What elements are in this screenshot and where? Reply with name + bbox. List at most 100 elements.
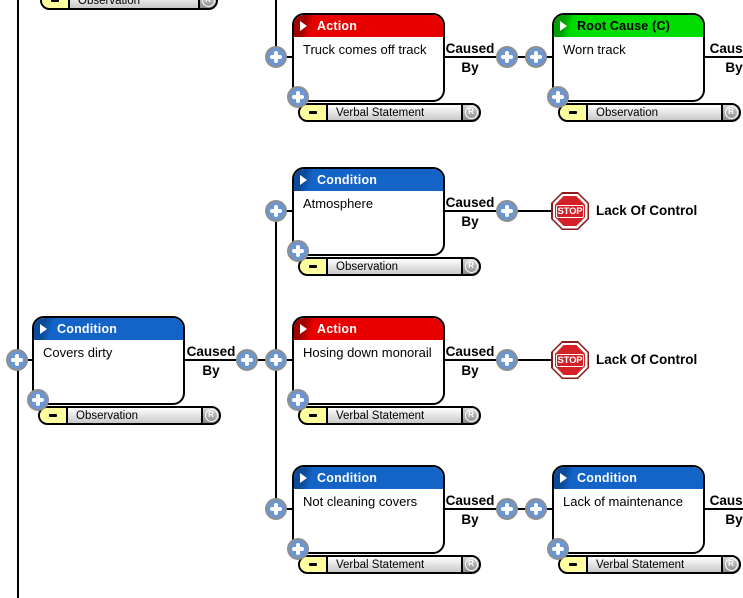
r-badge: R: [464, 558, 478, 571]
node-header: Action: [294, 15, 443, 37]
evidence-tab-r-cap[interactable]: R: [201, 408, 219, 423]
minus-icon: [309, 563, 317, 566]
plus-icon-add-evidence-button[interactable]: [287, 389, 309, 411]
evidence-tab-r-cap[interactable]: R: [721, 557, 739, 572]
evidence-tab[interactable]: Observation R: [38, 406, 221, 425]
lack-of-control-label: Lack Of Control: [596, 203, 698, 218]
evidence-tab-label: Observation: [78, 0, 141, 7]
plus-icon-add-cause-button[interactable]: [265, 46, 287, 68]
plus-icon-add-cause-button[interactable]: [265, 349, 287, 371]
minus-icon: [51, 0, 59, 2]
arrow-right-icon: [40, 324, 47, 334]
collapse-evidence-button[interactable]: [300, 557, 328, 572]
arrow-right-icon: [560, 21, 567, 31]
stop-sign-icon[interactable]: STOP: [551, 341, 589, 379]
evidence-tab[interactable]: Verbal Statement R: [558, 555, 741, 574]
trunk-line-top: [274, 0, 278, 58]
evidence-tab[interactable]: Verbal Statement R: [298, 103, 481, 122]
plus-icon-add-cause-button[interactable]: [496, 498, 518, 520]
collapse-evidence-button[interactable]: [300, 105, 328, 120]
cause-node-truck-comes-off-track[interactable]: Action Truck comes off track: [292, 13, 445, 102]
minus-icon: [309, 414, 317, 417]
r-badge: R: [201, 0, 215, 7]
collapse-evidence-button[interactable]: [560, 105, 588, 120]
evidence-tab-label: Verbal Statement: [336, 558, 425, 571]
stop-sign-icon[interactable]: STOP: [551, 192, 589, 230]
cause-node-not-cleaning-covers[interactable]: Condition Not cleaning covers: [292, 465, 445, 554]
trunk-line-left: [16, 0, 19, 598]
cause-node-hosing-down-monorail[interactable]: Action Hosing down monorail: [292, 316, 445, 405]
plus-icon-add-cause-button[interactable]: [265, 200, 287, 222]
evidence-tab-r-cap[interactable]: R: [721, 105, 739, 120]
evidence-tab-label: Verbal Statement: [596, 558, 685, 571]
arrow-right-icon: [560, 473, 567, 483]
evidence-tab-partial[interactable]: Observation R: [40, 0, 218, 10]
node-body-text: Atmosphere: [303, 196, 374, 211]
node-body-text: Worn track: [563, 42, 626, 57]
r-badge: R: [724, 558, 738, 571]
evidence-tab-r-cap[interactable]: R: [461, 557, 479, 572]
evidence-tab-r-cap[interactable]: R: [461, 408, 479, 423]
cause-node-lack-of-maintenance[interactable]: Condition Lack of maintenance: [552, 465, 705, 554]
lack-of-control-label: Lack Of Control: [596, 352, 698, 367]
arrow-right-icon: [300, 175, 307, 185]
plus-icon-add-evidence-button[interactable]: [547, 538, 569, 560]
plus-icon-add-cause-button[interactable]: [496, 200, 518, 222]
collapse-evidence-button[interactable]: [42, 0, 70, 8]
evidence-tab[interactable]: Verbal Statement R: [298, 555, 481, 574]
r-badge: R: [464, 409, 478, 422]
evidence-tab[interactable]: Observation R: [298, 257, 481, 276]
plus-icon-add-cause-button[interactable]: [236, 349, 258, 371]
plus-icon-add-cause-button[interactable]: [525, 46, 547, 68]
node-header: Action: [294, 318, 443, 340]
cause-node-covers-dirty[interactable]: Condition Covers dirty: [32, 316, 185, 405]
evidence-tab-label: Verbal Statement: [336, 106, 425, 119]
plus-icon-add-evidence-button[interactable]: [287, 240, 309, 262]
node-body-text: Truck comes off track: [303, 42, 427, 57]
evidence-tab-r-cap[interactable]: R: [461, 259, 479, 274]
plus-icon-add-evidence-button[interactable]: [287, 538, 309, 560]
evidence-tab[interactable]: Verbal Statement R: [298, 406, 481, 425]
collapse-evidence-button[interactable]: [300, 408, 328, 423]
plus-icon-add-cause-button[interactable]: [496, 46, 518, 68]
node-type-label: Condition: [57, 322, 118, 336]
minus-icon: [569, 563, 577, 566]
node-body-text: Covers dirty: [43, 345, 113, 360]
evidence-tab-label: Observation: [596, 106, 659, 119]
arrow-right-icon: [300, 473, 307, 483]
evidence-tab-r-cap[interactable]: R: [198, 0, 216, 8]
plus-icon-add-evidence-button[interactable]: [27, 389, 49, 411]
minus-icon: [569, 111, 577, 114]
minus-icon: [309, 265, 317, 268]
evidence-tab-label: Observation: [336, 260, 399, 273]
node-header: Condition: [294, 467, 443, 489]
collapse-evidence-button[interactable]: [40, 408, 68, 423]
plus-icon-add-cause-button[interactable]: [265, 498, 287, 520]
plus-icon-add-evidence-button[interactable]: [287, 86, 309, 108]
r-badge: R: [464, 260, 478, 273]
connector-line: [703, 55, 743, 59]
arrow-right-icon: [300, 21, 307, 31]
r-badge: R: [724, 106, 738, 119]
node-body-text: Not cleaning covers: [303, 494, 418, 509]
plus-icon-add-evidence-button[interactable]: [547, 86, 569, 108]
node-type-label: Condition: [317, 471, 378, 485]
node-type-label: Condition: [317, 173, 378, 187]
node-body-text: Lack of maintenance: [563, 494, 683, 509]
collapse-evidence-button[interactable]: [300, 259, 328, 274]
node-type-label: Action: [317, 322, 358, 336]
cause-node-atmosphere[interactable]: Condition Atmosphere: [292, 167, 445, 256]
evidence-tab[interactable]: Observation R: [558, 103, 741, 122]
cause-node-worn-track[interactable]: Root Cause (C) Worn track: [552, 13, 705, 102]
minus-icon: [49, 414, 57, 417]
plus-icon-add-cause-button[interactable]: [525, 498, 547, 520]
plus-icon-add-cause-button[interactable]: [496, 349, 518, 371]
collapse-evidence-button[interactable]: [560, 557, 588, 572]
plus-icon-add-cause-button[interactable]: [6, 349, 28, 371]
evidence-tab-r-cap[interactable]: R: [461, 105, 479, 120]
